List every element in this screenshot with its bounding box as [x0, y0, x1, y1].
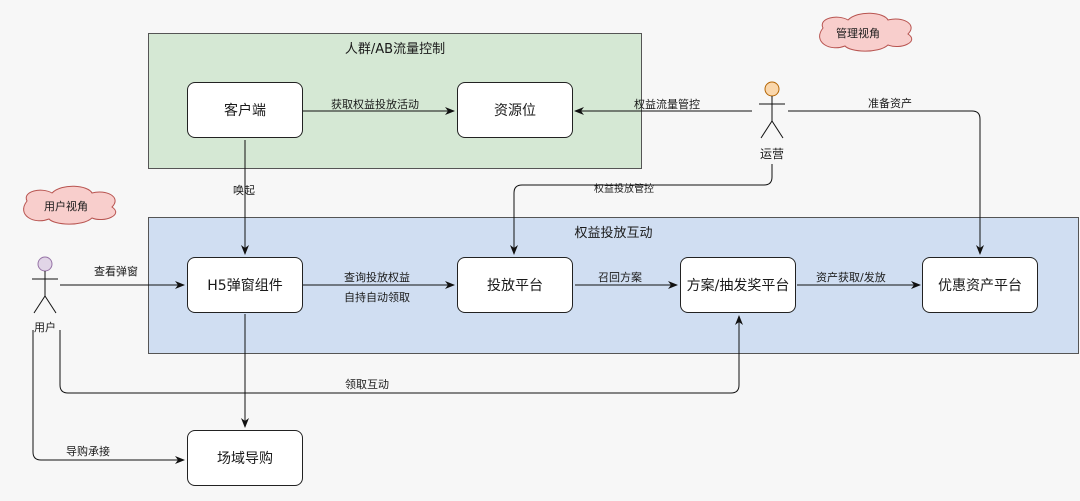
user-head — [37, 256, 53, 272]
prepare-assets-label: 准备资产 — [868, 97, 912, 110]
edge-guide-accept — [32, 330, 185, 464]
view-popup-label: 查看弹窗 — [94, 265, 138, 278]
delivery-platform-node: 投放平台 — [457, 257, 573, 313]
resource-slot-node: 资源位 — [457, 82, 573, 138]
user-figure — [32, 256, 58, 314]
recall-plan-label: 召回方案 — [598, 271, 642, 284]
rights-interaction-title: 权益投放互动 — [574, 226, 653, 241]
operator-label: 运营 — [760, 147, 785, 161]
plan-lottery-platform-node: 方案/抽发奖平台 — [680, 257, 796, 313]
edge-rights-delivery-control — [510, 164, 773, 255]
manage-view-cloud — [819, 12, 913, 52]
user-view-label: 用户视角 — [44, 200, 88, 213]
rights-delivery-control-label: 权益投放管控 — [594, 184, 654, 195]
coupon-asset-platform-node: 优惠资产平台 — [922, 257, 1038, 313]
user-label: 用户 — [34, 321, 56, 334]
claim-interact-label: 领取互动 — [345, 378, 389, 391]
query-rights-label: 查询投放权益 — [344, 271, 410, 284]
wake-up-label: 唤起 — [233, 184, 255, 197]
get-activity-label: 获取权益投放活动 — [331, 98, 419, 111]
auto-claim-label: 自持自动领取 — [344, 291, 410, 304]
client-node: 客户端 — [187, 82, 303, 138]
venue-guide-node: 场域导购 — [187, 430, 303, 486]
operator-figure — [759, 81, 785, 139]
asset-issue-label: 资产获取/发放 — [816, 271, 886, 284]
manage-view-label: 管理视角 — [836, 27, 880, 40]
h5-popup-node: H5弹窗组件 — [187, 257, 303, 313]
edge-claim-interact — [59, 315, 743, 394]
rights-flow-control-label: 权益流量管控 — [634, 98, 700, 111]
edge-prepare-assets — [788, 110, 984, 255]
operator-head — [764, 81, 780, 97]
traffic-control-title: 人群/AB流量控制 — [344, 42, 446, 57]
guide-accept-label: 导购承接 — [66, 445, 110, 458]
user-view-cloud — [23, 185, 117, 225]
